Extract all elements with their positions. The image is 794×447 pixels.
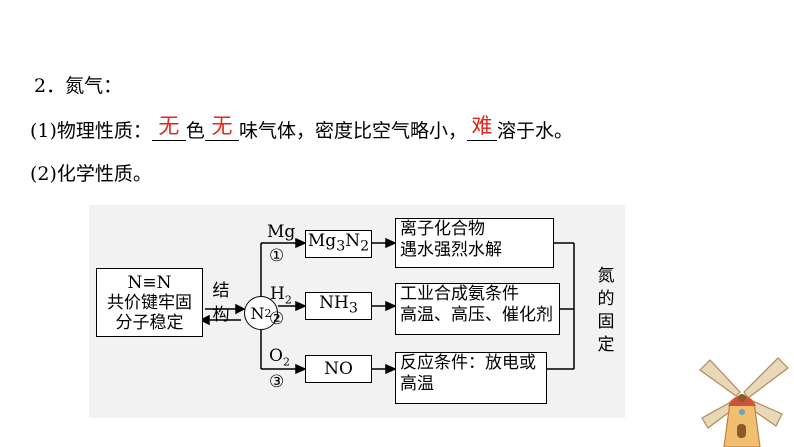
note-no: 反应条件：放电或 高温 bbox=[395, 352, 547, 404]
note-mg3n2: 离子化合物 遇水强烈水解 bbox=[395, 218, 554, 268]
section-heading: 2．氮气： bbox=[34, 75, 123, 97]
physical-properties: (1)物理性质：无色无味气体，密度比空气略小，难溶于水。 bbox=[30, 114, 573, 143]
product-no: NO bbox=[305, 355, 372, 383]
step-3: ③ bbox=[269, 372, 285, 392]
answer-blank-3: 难 bbox=[466, 114, 497, 141]
structure-label: 结 构 bbox=[212, 281, 230, 325]
physical-suffix: 溶于水。 bbox=[496, 120, 573, 142]
physical-prefix: (1)物理性质： bbox=[30, 120, 152, 142]
answer-1: 无 bbox=[158, 114, 180, 138]
structure-box: N≡N 共价键牢固 分子稳定 bbox=[96, 268, 203, 337]
answer-2: 无 bbox=[211, 114, 233, 138]
reagent-o2: O2 bbox=[269, 346, 290, 369]
step-2: ② bbox=[269, 309, 285, 329]
product-mg3n2: Mg3N2 bbox=[305, 230, 372, 258]
product-nh3: NH3 bbox=[305, 292, 372, 320]
triple-bond-formula: N≡N bbox=[127, 272, 172, 293]
answer-3: 难 bbox=[471, 114, 493, 138]
structure-desc-1: 共价键牢固 bbox=[107, 292, 192, 313]
reagent-mg: Mg bbox=[267, 222, 296, 242]
chemical-properties: (2)化学性质。 bbox=[30, 163, 152, 185]
step-1: ① bbox=[269, 246, 285, 266]
answer-blank-1: 无 bbox=[151, 114, 186, 141]
arrow-head-n2 bbox=[235, 303, 246, 315]
arrow-head-structure bbox=[199, 314, 210, 326]
note-nh3: 工业合成氨条件 高温、高压、催化剂 bbox=[395, 283, 560, 335]
windmill-icon bbox=[699, 357, 789, 447]
physical-mid-2: 味气体，密度比空气略小， bbox=[238, 120, 467, 142]
diagram-connectors bbox=[199, 237, 575, 375]
structure-desc-2: 分子稳定 bbox=[115, 312, 184, 333]
physical-mid-1: 色 bbox=[185, 120, 205, 142]
nitrogen-fixation-label: 氮 的 固 定 bbox=[597, 266, 615, 355]
reagent-h2: H2 bbox=[270, 284, 292, 307]
answer-blank-2: 无 bbox=[204, 114, 239, 141]
